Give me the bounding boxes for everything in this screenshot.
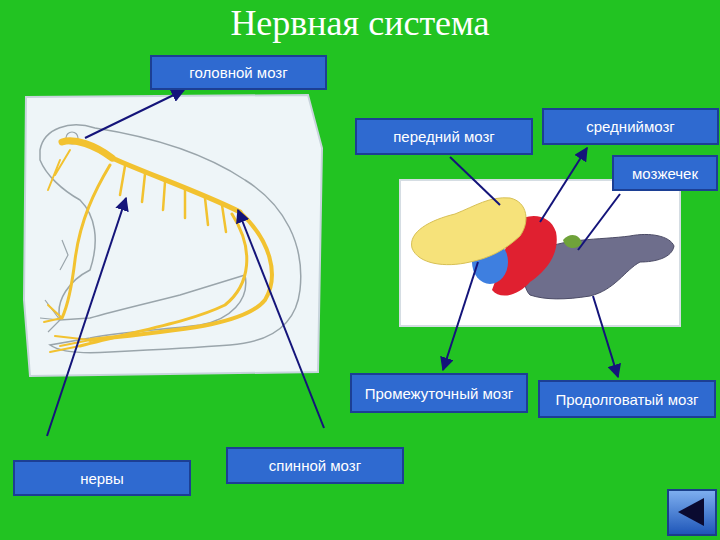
label-text: нервы	[80, 470, 124, 487]
title: Нервная система	[0, 2, 720, 44]
label-box: мозжечек	[612, 155, 718, 191]
label-box: Промежуточный мозг	[350, 373, 528, 413]
label-text: средниймозг	[586, 118, 674, 135]
label-box: нервы	[13, 460, 191, 496]
label-text: головной мозг	[189, 64, 287, 81]
brain-figure	[400, 180, 680, 326]
leader-lines	[47, 90, 620, 436]
label-box: спинной мозг	[226, 447, 404, 484]
label-text: мозжечек	[632, 165, 698, 182]
label-text: Промежуточный мозг	[365, 385, 514, 402]
label-box: Продолговатый мозг	[538, 380, 716, 418]
nav-button	[668, 490, 716, 535]
label-box: средниймозг	[542, 108, 719, 145]
label-box: головной мозг	[150, 55, 327, 90]
frog-figure	[24, 95, 322, 376]
label-box: передний мозг	[355, 118, 533, 155]
label-text: Продолговатый мозг	[556, 391, 699, 408]
label-text: спинной мозг	[269, 457, 361, 474]
label-text: передний мозг	[393, 128, 495, 145]
